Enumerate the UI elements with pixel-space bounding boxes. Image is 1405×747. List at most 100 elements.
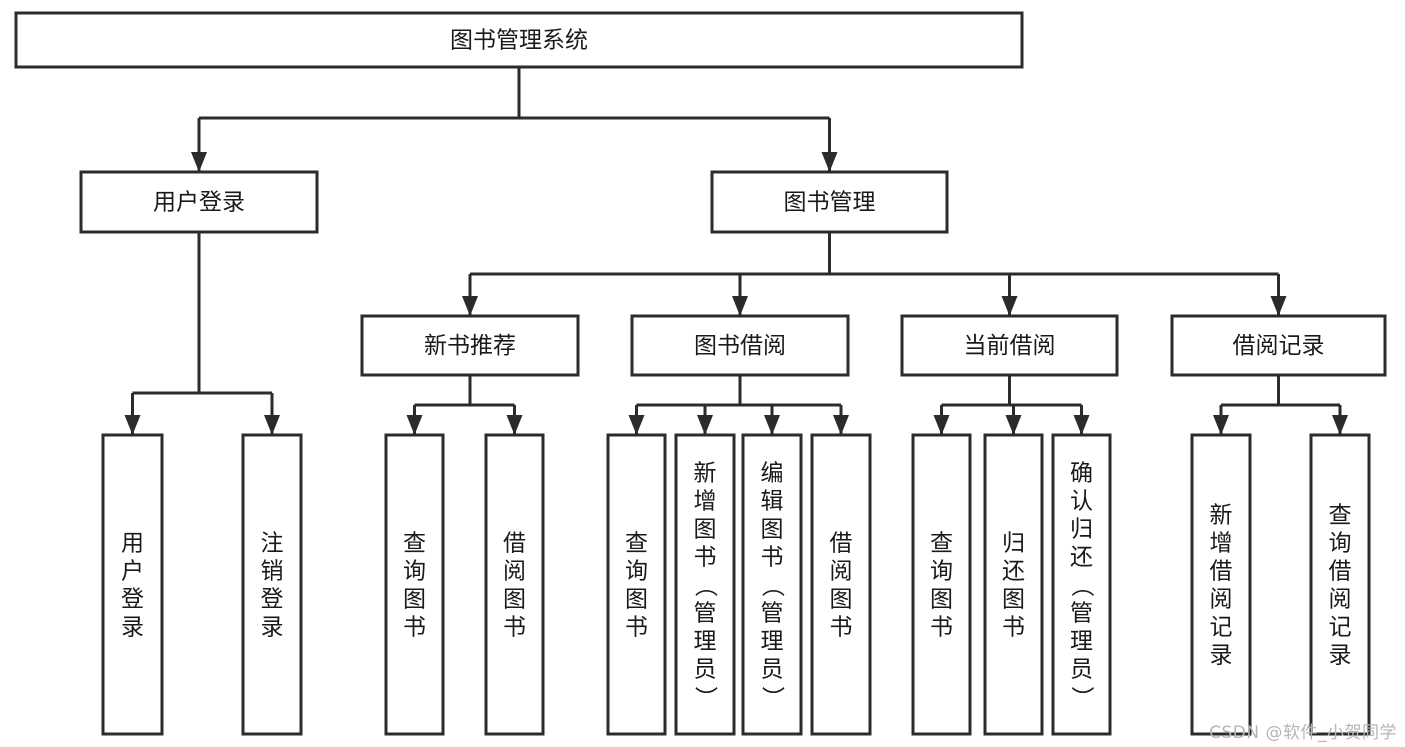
root-to-level2-arrow-0 xyxy=(191,152,207,172)
bookmgmt-to-level3-arrow-0 xyxy=(462,296,478,316)
svg-text:员: 员 xyxy=(761,657,784,683)
leaf-add-book-admin xyxy=(674,433,736,736)
svg-text:书: 书 xyxy=(694,545,717,571)
svg-text:阅: 阅 xyxy=(1210,587,1233,613)
leaf-group-图书借阅-arrow-1 xyxy=(697,415,713,435)
svg-text:借: 借 xyxy=(503,531,526,557)
svg-text:）: ） xyxy=(759,686,785,709)
svg-text:阅: 阅 xyxy=(1329,587,1352,613)
svg-text:图: 图 xyxy=(1002,587,1025,613)
svg-text:图: 图 xyxy=(930,587,953,613)
leaf-borrow-book-borrow xyxy=(810,433,872,736)
svg-text:）: ） xyxy=(692,686,718,709)
svg-text:借: 借 xyxy=(830,531,853,557)
svg-text:查: 查 xyxy=(930,531,953,557)
connector-layer xyxy=(124,67,1348,435)
svg-text:查: 查 xyxy=(403,531,426,557)
leaf-group-借阅记录-arrow-0 xyxy=(1213,415,1229,435)
svg-text:理: 理 xyxy=(761,629,784,655)
svg-text:记: 记 xyxy=(1329,615,1352,641)
bookmgmt-to-level3-arrow-2 xyxy=(1001,296,1018,316)
svg-text:录: 录 xyxy=(1329,643,1352,669)
svg-text:询: 询 xyxy=(1329,531,1352,557)
svg-text:理: 理 xyxy=(694,629,717,655)
leaf-group-当前借阅-arrow-0 xyxy=(933,415,950,435)
node-book-management-system xyxy=(14,11,1024,69)
leaf-group-用户登录-arrow-0 xyxy=(124,415,141,435)
svg-text:增: 增 xyxy=(694,489,717,515)
leaf-edit-book-admin xyxy=(741,433,803,736)
svg-text:图: 图 xyxy=(503,587,526,613)
leaf-return-book xyxy=(983,433,1044,736)
svg-text:管: 管 xyxy=(694,601,717,627)
svg-text:借: 借 xyxy=(1210,559,1233,585)
svg-text:新: 新 xyxy=(1210,503,1233,529)
svg-text:录: 录 xyxy=(261,615,284,641)
svg-text:图: 图 xyxy=(694,517,717,543)
node-current-borrow xyxy=(900,314,1119,377)
svg-text:管: 管 xyxy=(761,601,784,627)
leaf-group-当前借阅-arrow-1 xyxy=(1005,415,1022,435)
svg-text:还: 还 xyxy=(1002,559,1025,585)
svg-text:查: 查 xyxy=(1329,503,1352,529)
svg-text:图: 图 xyxy=(830,587,853,613)
node-current-borrow-label: 当前借阅 xyxy=(964,333,1056,359)
leaf-group-用户登录-arrow-1 xyxy=(264,415,280,435)
node-new-book-recommend xyxy=(360,314,580,377)
svg-text:员: 员 xyxy=(1070,657,1093,683)
svg-text:书: 书 xyxy=(830,615,853,641)
svg-text:登: 登 xyxy=(261,587,284,613)
leaf-add-borrow-record xyxy=(1190,433,1252,736)
node-user-login xyxy=(79,170,319,234)
svg-text:录: 录 xyxy=(121,615,144,641)
leaf-query-book-current xyxy=(911,433,972,736)
svg-text:认: 认 xyxy=(1070,489,1093,515)
svg-text:理: 理 xyxy=(1070,629,1093,655)
leaf-group-图书借阅-arrow-2 xyxy=(764,415,780,435)
node-new-book-recommend-label: 新书推荐 xyxy=(424,333,516,359)
svg-text:书: 书 xyxy=(761,545,784,571)
leaf-confirm-return-admin xyxy=(1051,433,1112,736)
node-book-management-label: 图书管理 xyxy=(784,190,876,216)
svg-text:归: 归 xyxy=(1070,517,1093,543)
leaf-logout xyxy=(241,433,303,736)
svg-text:户: 户 xyxy=(121,559,144,585)
leaf-user-login-label: 用户登录 xyxy=(121,531,144,641)
svg-text:阅: 阅 xyxy=(503,559,526,585)
svg-text:书: 书 xyxy=(930,615,953,641)
svg-text:书: 书 xyxy=(503,615,526,641)
svg-text:用: 用 xyxy=(121,531,144,557)
svg-text:员: 员 xyxy=(694,657,717,683)
svg-text:阅: 阅 xyxy=(830,559,853,585)
svg-text:注: 注 xyxy=(261,531,284,557)
svg-text:（: （ xyxy=(692,574,718,597)
svg-text:记: 记 xyxy=(1210,615,1233,641)
svg-text:录: 录 xyxy=(1210,643,1233,669)
node-book-management xyxy=(710,170,949,234)
bookmgmt-to-level3-arrow-1 xyxy=(732,296,748,316)
leaf-group-新书推荐-arrow-0 xyxy=(406,415,423,435)
svg-text:查: 查 xyxy=(625,531,648,557)
leaf-group-借阅记录-arrow-1 xyxy=(1332,415,1348,435)
svg-text:（: （ xyxy=(759,574,785,597)
svg-text:编: 编 xyxy=(761,461,784,487)
node-borrow-record-label: 借阅记录 xyxy=(1233,333,1325,359)
node-borrow-record xyxy=(1170,314,1387,377)
svg-text:书: 书 xyxy=(625,615,648,641)
leaf-group-图书借阅-arrow-0 xyxy=(628,415,645,435)
svg-text:还: 还 xyxy=(1070,545,1093,571)
svg-text:书: 书 xyxy=(403,615,426,641)
node-box-layer xyxy=(14,11,1387,736)
svg-text:询: 询 xyxy=(403,559,426,585)
svg-text:管: 管 xyxy=(1070,601,1093,627)
